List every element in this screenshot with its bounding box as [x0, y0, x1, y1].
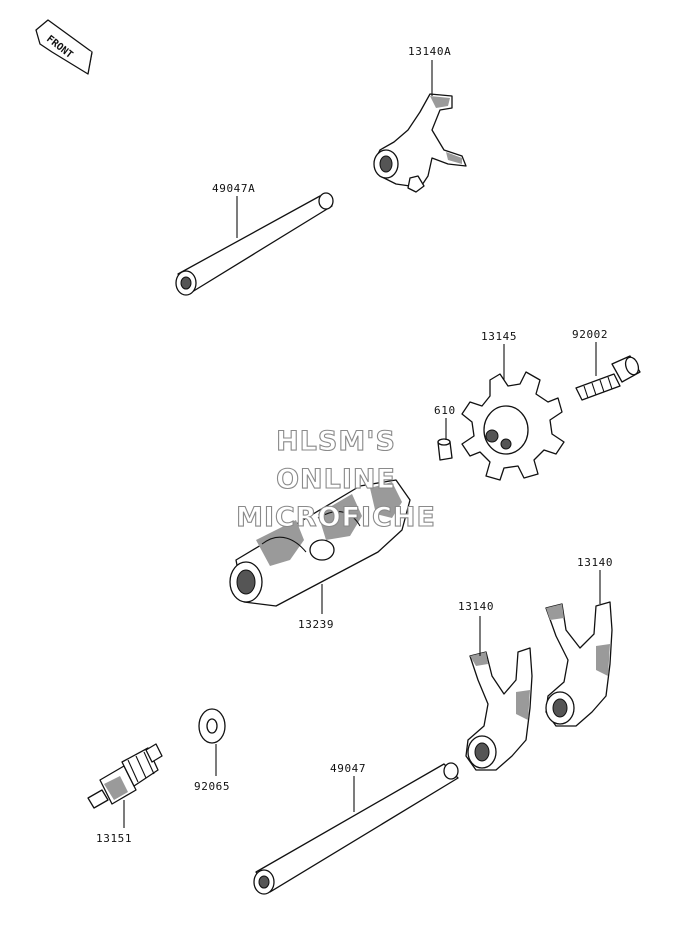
watermark-line-2: ONLINE: [276, 464, 396, 495]
washer-92065[interactable]: [198, 708, 226, 744]
part-number-13140-middle[interactable]: 13140: [458, 600, 494, 613]
watermark-line-3: MICROFICHE: [236, 502, 436, 533]
part-number-92002[interactable]: 92002: [572, 328, 608, 341]
shaft-49047A[interactable]: [175, 192, 334, 296]
part-number-13140A[interactable]: 13140A: [408, 45, 451, 58]
part-number-13145[interactable]: 13145: [481, 330, 517, 343]
shift-drum-cam-13145[interactable]: [461, 371, 565, 481]
part-number-610[interactable]: 610: [434, 404, 456, 417]
bolt-92002[interactable]: [575, 355, 641, 401]
front-arrow-icon: FRONT: [35, 19, 93, 75]
part-number-13239[interactable]: 13239: [298, 618, 334, 631]
part-number-13140-right[interactable]: 13140: [577, 556, 613, 569]
part-number-13151[interactable]: 13151: [96, 832, 132, 845]
shift-fork-13140-middle[interactable]: [465, 647, 533, 771]
part-number-92065[interactable]: 92065: [194, 780, 230, 793]
shift-fork-13140A[interactable]: [373, 93, 467, 193]
watermark: HLSM'S ONLINE MICROFICHE: [236, 425, 436, 533]
part-number-49047A[interactable]: 49047A: [212, 182, 255, 195]
shaft-49047[interactable]: [253, 762, 459, 895]
pin-610[interactable]: [437, 438, 453, 461]
part-number-49047[interactable]: 49047: [330, 762, 366, 775]
neutral-switch-13151[interactable]: [87, 743, 163, 809]
shift-fork-13140-right[interactable]: [545, 601, 613, 727]
watermark-line-1: HLSM'S: [276, 426, 396, 457]
shift-drum-13239[interactable]: [229, 479, 411, 607]
